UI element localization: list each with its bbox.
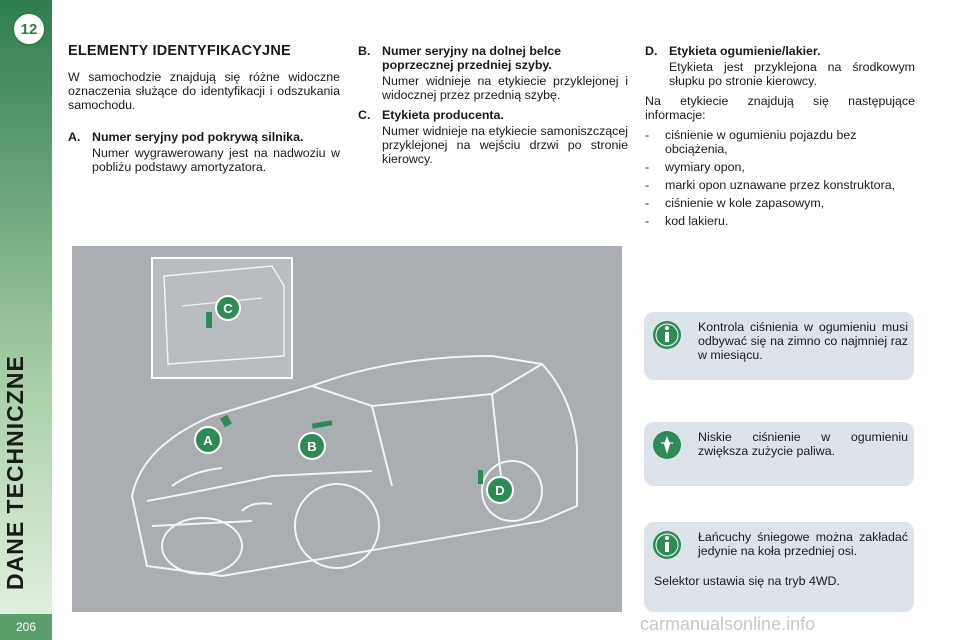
- list-item: -kod lakieru.: [645, 214, 729, 228]
- chapter-sidebar: 12 DANE TECHNICZNE 206: [0, 0, 52, 640]
- eco-icon: [653, 431, 681, 459]
- list-item: -wymiary opon,: [645, 160, 745, 174]
- column-right: D. Etykieta ogumienie/lakier. Etykieta j…: [645, 44, 915, 232]
- item-d-letter: D.: [645, 44, 658, 58]
- car-illustration: C A B D: [72, 246, 622, 612]
- item-d-title: Etykieta ogumienie/lakier.: [669, 44, 821, 58]
- car-drawing: C A B D: [130, 257, 578, 578]
- item-c-title: Etykieta producenta.: [382, 108, 504, 122]
- list-item: -ciśnienie w ogumieniu pojazdu bez obcią…: [645, 128, 857, 156]
- item-b-heading: B. Numer seryjny na dolnej belce poprzec…: [358, 44, 628, 72]
- info-intro: Na etykiecie znajdują się następujące in…: [645, 94, 915, 122]
- watermark: carmanualsonline.info: [640, 614, 816, 634]
- section-title: ELEMENTY IDENTYFIKACYJNE: [68, 43, 291, 59]
- note-extra-text: Selektor ustawia się na tryb 4WD.: [654, 574, 840, 588]
- note-text: Niskie ciśnienie w ogumieniu zwiększa zu…: [698, 430, 908, 458]
- column-middle: B. Numer seryjny na dolnej belce poprzec…: [358, 44, 628, 172]
- car-body: [130, 354, 578, 578]
- chapter-title: DANE TECHNICZNE: [2, 355, 28, 590]
- item-d-body: Etykieta jest przyklejona na środko­wym …: [669, 60, 915, 88]
- list-item: -marki opon uznawane przez kon­struktora…: [645, 178, 896, 192]
- note-fuel-consumption: Niskie ciśnienie w ogumieniu zwiększa zu…: [644, 422, 914, 486]
- page-number: 206: [0, 614, 52, 640]
- svg-text:A: A: [203, 433, 213, 448]
- item-b-letter: B.: [358, 44, 371, 58]
- marker-b: B: [298, 432, 326, 460]
- svg-text:D: D: [495, 483, 504, 498]
- note-tire-pressure: Kontrola ciśnienia w ogu­mieniu musi odb…: [644, 312, 914, 380]
- item-d-heading: D. Etykieta ogumienie/lakier.: [645, 44, 915, 58]
- marker-c-tag: [206, 312, 212, 328]
- note-text: Kontrola ciśnienia w ogu­mieniu musi odb…: [698, 320, 908, 362]
- item-b-title: Numer seryjny na dolnej belce poprzeczne…: [382, 44, 562, 72]
- info-icon: [653, 531, 681, 559]
- marker-c: C: [215, 295, 241, 321]
- item-a-heading: A. Numer seryjny pod pokrywą silnika.: [68, 130, 340, 144]
- section-intro: W samochodzie znajdują się różne wi­docz…: [68, 70, 340, 112]
- item-c-letter: C.: [358, 108, 371, 122]
- marker-b-tag: [311, 420, 333, 429]
- chapter-number: 12: [20, 20, 38, 38]
- door-outline: [163, 265, 285, 365]
- item-a-title: Numer seryjny pod pokrywą silnika.: [92, 130, 304, 144]
- marker-d: D: [486, 476, 514, 504]
- info-list: -ciśnienie w ogumieniu pojazdu bez obcią…: [645, 128, 915, 228]
- chapter-number-badge: 12: [12, 12, 46, 46]
- marker-a-tag: [220, 414, 232, 428]
- svg-text:B: B: [307, 439, 316, 454]
- note-snow-chains: Łańcuchy śniegowe moż­na zakładać jedyni…: [644, 522, 914, 612]
- item-b-body: Numer widnieje na etykiecie przy­klejone…: [382, 74, 628, 102]
- item-c-body: Numer widnieje na etykiecie samo­niszczą…: [382, 124, 628, 166]
- info-icon: [653, 321, 681, 349]
- item-c-heading: C. Etykieta producenta.: [358, 108, 628, 122]
- marker-d-tag: [478, 470, 483, 484]
- column-left: ELEMENTY IDENTYFIKACYJNE W samochodzie z…: [68, 44, 340, 180]
- item-a-letter: A.: [68, 130, 81, 144]
- svg-text:C: C: [223, 301, 233, 316]
- list-item: -ciśnienie w kole zapasowym,: [645, 196, 825, 210]
- marker-a: A: [194, 426, 222, 454]
- note-text: Łańcuchy śniegowe moż­na zakładać jedyni…: [698, 530, 908, 558]
- item-a-body: Numer wygrawerowany jest na nad­woziu w …: [92, 146, 340, 174]
